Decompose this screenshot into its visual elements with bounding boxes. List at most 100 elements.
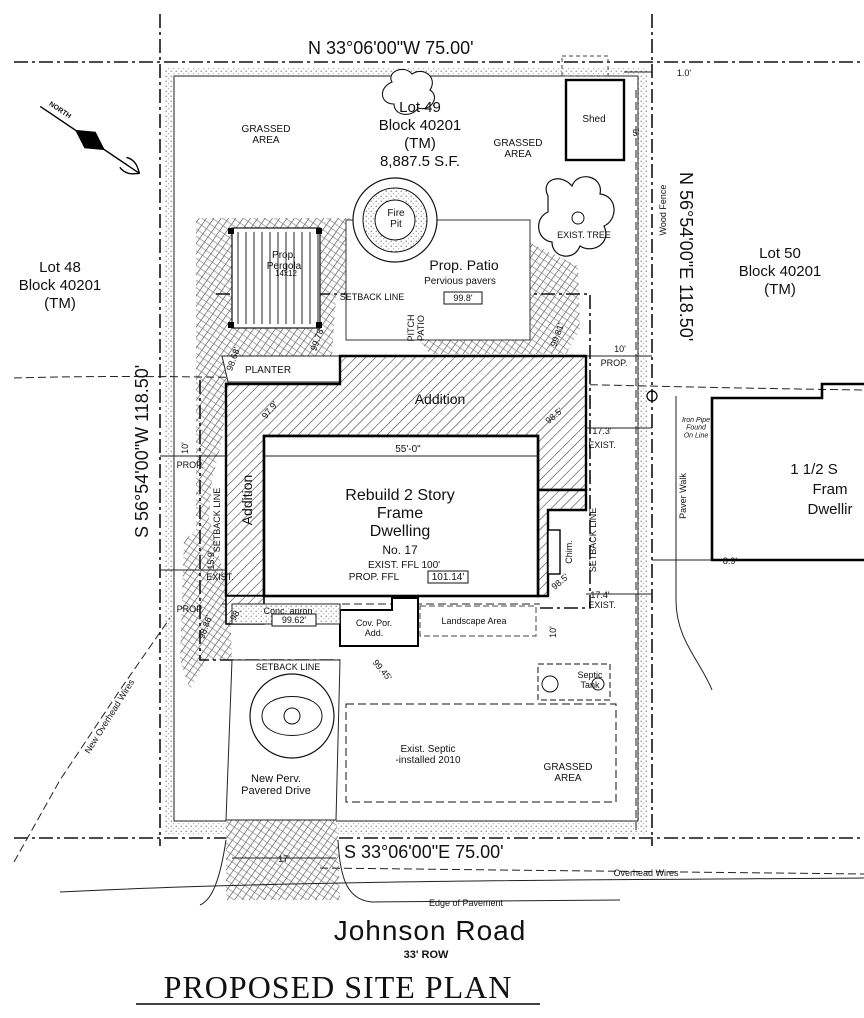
neighbor-labels: Lot 48 Block 40201 (TM) Lot 50 Block 402…	[19, 245, 853, 518]
new-drive-label: New Perv.Pavered Drive	[241, 773, 311, 797]
west-boundary-label: S 56°54'00"W 118.50'	[132, 365, 152, 538]
dim-prop-west: 10'	[180, 442, 190, 454]
east-boundary-label: N 56°54'00"E 118.50'	[676, 172, 696, 341]
exist-ffl: EXIST. FFL 100'	[368, 560, 440, 571]
north-boundary-label: N 33°06'00"W 75.00'	[308, 38, 474, 58]
overhead-wires	[13, 376, 864, 875]
neighbor-dwelling-line-1: 1 1/2 S	[790, 461, 838, 478]
lot50-block: Block 40201	[739, 263, 822, 280]
new-overhead-label: New Overhead Wires	[83, 677, 137, 755]
main-dwelling	[262, 434, 540, 598]
title-block: PROPOSED SITE PLAN	[136, 969, 540, 1005]
pergola-size: 14x12	[275, 269, 297, 278]
lot48-name: Lot 48	[39, 259, 81, 276]
patio-sub: Pervious pavers	[424, 276, 496, 287]
pitch-patio-label: PITCHPATIO	[406, 315, 426, 342]
edge-pavement-label: Edge of Pavement	[429, 898, 504, 908]
septic	[345, 663, 617, 803]
prop-ffl-value: 101.14'	[432, 572, 465, 583]
dim-prop-east: 10'	[614, 344, 626, 354]
dim-exist-east-2: 17.4'	[590, 590, 610, 600]
boundary-labels: N 33°06'00"W 75.00' S 33°06'00"E 75.00' …	[132, 38, 696, 862]
lot48-tm: (TM)	[44, 295, 76, 312]
lot-label: Lot 49 Block 40201 (TM) 8,887.5 S.F.	[379, 99, 462, 170]
wood-fence-label: Wood Fence	[658, 185, 668, 236]
north-arrow-label: NORTH	[47, 101, 72, 121]
dim-prop-east-label: PROP.	[601, 358, 628, 368]
cov-porch-label: Cov. Por.Add.	[356, 618, 392, 638]
exist-tree-label: EXIST. TREE	[557, 230, 611, 240]
lot-tm: (TM)	[404, 135, 436, 152]
chimney	[547, 529, 561, 575]
neighbor-dwelling-line-3: Dwellir	[808, 501, 853, 518]
covered-porch	[339, 597, 419, 647]
road-name: Johnson Road	[334, 915, 527, 946]
dwelling-line-3: Dwelling	[370, 523, 430, 540]
dim-exist-west: 15.9'	[206, 550, 216, 570]
dimension-labels: 1.0' 5' 10' PROP. 17.3' EXIST. 17.4' EXI…	[177, 68, 738, 864]
dim-prop-west-label: PROP.	[177, 460, 204, 470]
lot48-block: Block 40201	[19, 277, 102, 294]
dim-house-offset: 8.9'	[723, 556, 738, 566]
lot-area: 8,887.5 S.F.	[380, 153, 460, 170]
setback-label-north: SETBACK LINE	[340, 292, 405, 302]
landscape-area	[419, 605, 537, 637]
existing-tree-drive	[249, 673, 335, 759]
dwelling-line-1: Rebuild 2 Story	[345, 487, 454, 504]
dim-shed-side: 5'	[633, 128, 640, 138]
dim-exist-east-1-label: EXIST.	[588, 440, 616, 450]
dwelling-width-dim: 55'-0"	[395, 444, 421, 455]
dwelling-line-2: Frame	[377, 505, 423, 522]
shed-label: Shed	[582, 114, 605, 125]
chim-label: Chim.	[564, 540, 574, 564]
road-edges	[59, 839, 864, 906]
fire-pit	[352, 177, 438, 263]
prop-ffl-label: PROP. FFL	[349, 572, 400, 583]
addition-label-west: Addition	[239, 475, 255, 526]
road-label: Johnson Road 33' ROW	[334, 915, 527, 961]
setback-label-west: SETBACK LINE	[212, 488, 222, 553]
lot-name: Lot 49	[399, 99, 441, 116]
dim-landscape-offset: 10'	[548, 626, 558, 638]
south-boundary-label: S 33°06'00"E 75.00'	[344, 842, 504, 862]
dim-drive-width: 17'	[278, 854, 290, 864]
existing-tree-north	[381, 68, 435, 115]
dim-prop-southwest-label: PROP.	[177, 604, 204, 614]
boundary-extensions	[14, 14, 864, 846]
patio-title: Prop. Patio	[429, 257, 498, 273]
dim-exist-east-1: 17.3'	[592, 426, 612, 436]
setback-label-south: SETBACK LINE	[256, 662, 321, 672]
neighbor-dwelling-line-2: Fram	[813, 481, 848, 498]
elev-apron: 99.62'	[282, 615, 307, 625]
lot50-name: Lot 50	[759, 245, 801, 262]
dimension-lines	[160, 71, 712, 859]
dim-exist-east-2-label: EXIST.	[588, 600, 616, 610]
conc-apron-label: Conc. apron	[263, 606, 312, 616]
page-title: PROPOSED SITE PLAN	[164, 969, 513, 1005]
pergola	[228, 227, 322, 329]
dim-shed-offset: 1.0'	[677, 68, 692, 78]
road-row: 33' ROW	[404, 949, 449, 961]
setback-label-east: SETBACK LINE	[588, 508, 598, 573]
neighbor-dwelling	[646, 382, 864, 691]
lot-block: Block 40201	[379, 117, 462, 134]
pergola-label: Prop.Pergola	[267, 250, 302, 272]
north-arrow: NORTH	[39, 101, 141, 175]
shed	[561, 55, 626, 162]
lot50-tm: (TM)	[764, 281, 796, 298]
dwelling-number: No. 17	[382, 543, 418, 557]
exist-septic-label: Exist. Septic-installed 2010	[395, 744, 460, 766]
existing-tree-east	[538, 176, 615, 257]
paver-walk-label: Paver Walk	[678, 473, 688, 519]
dim-exist-west-label: EXIST.	[206, 572, 234, 582]
planter-label: PLANTER	[245, 365, 291, 376]
elev-patio: 99.8'	[453, 293, 473, 303]
